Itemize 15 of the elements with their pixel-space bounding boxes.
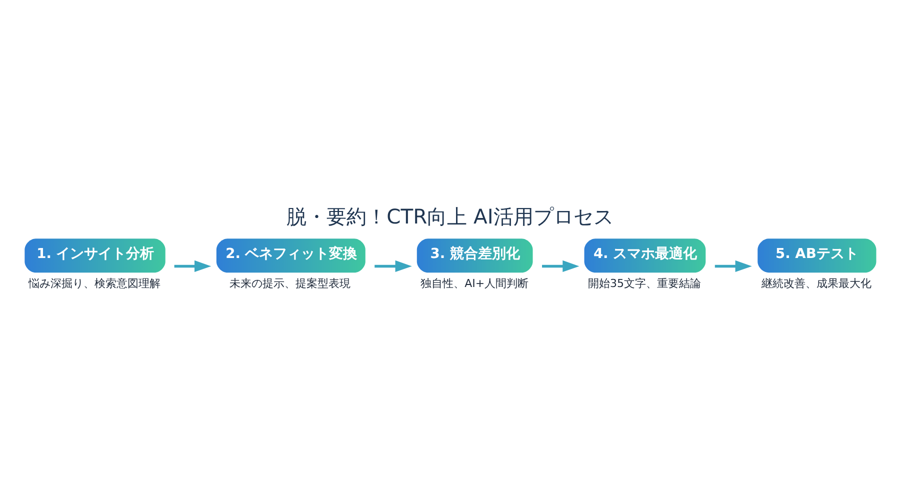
node-label: 悩み深掘り、検索意図理解 xyxy=(28,276,160,290)
node-box: 2. ベネフィット変換 xyxy=(216,238,366,272)
node-box: 1. インサイト分析 xyxy=(24,238,166,272)
node-label: 開始35文字、重要結論 xyxy=(588,276,701,290)
arrow xyxy=(714,260,752,272)
node-label: 継続改善、成果最大化 xyxy=(761,276,872,290)
node-label: 未来の提示、提案型表現 xyxy=(230,276,351,290)
arrow xyxy=(374,260,412,272)
node-box: 3. 競合差別化 xyxy=(416,238,533,272)
diagram-title: 脱・要約！CTR向上 AI活用プロセス xyxy=(286,204,614,228)
node-box: 5. ABテスト xyxy=(758,238,876,272)
node-box: 4. スマホ最適化 xyxy=(584,238,706,272)
node-label: 独自性、AI+人間判断 xyxy=(420,276,529,290)
arrow xyxy=(174,260,212,272)
arrow xyxy=(542,260,580,272)
